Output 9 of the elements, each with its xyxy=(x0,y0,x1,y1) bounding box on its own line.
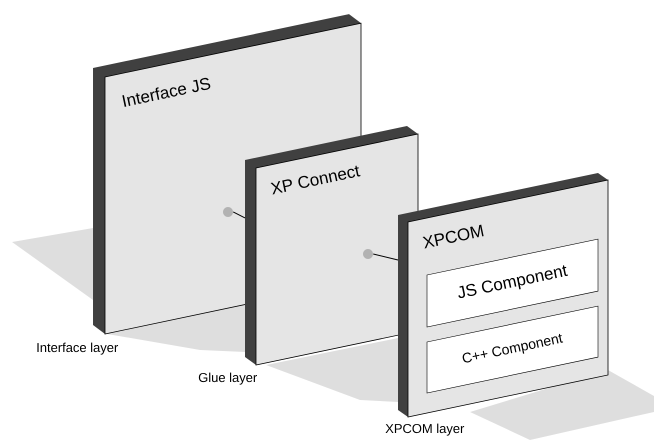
connection-dot xyxy=(363,248,373,259)
component-box: C++ Component xyxy=(426,306,598,394)
connection-dot xyxy=(223,206,233,217)
connector-line xyxy=(372,253,398,260)
node-label: Glue layer xyxy=(198,372,257,385)
layer-panel: XP Connect Glue layer xyxy=(198,126,418,385)
node-label: Interface layer xyxy=(37,342,118,355)
node-label: XPCOM layer xyxy=(386,424,464,436)
connector-line xyxy=(232,211,246,218)
